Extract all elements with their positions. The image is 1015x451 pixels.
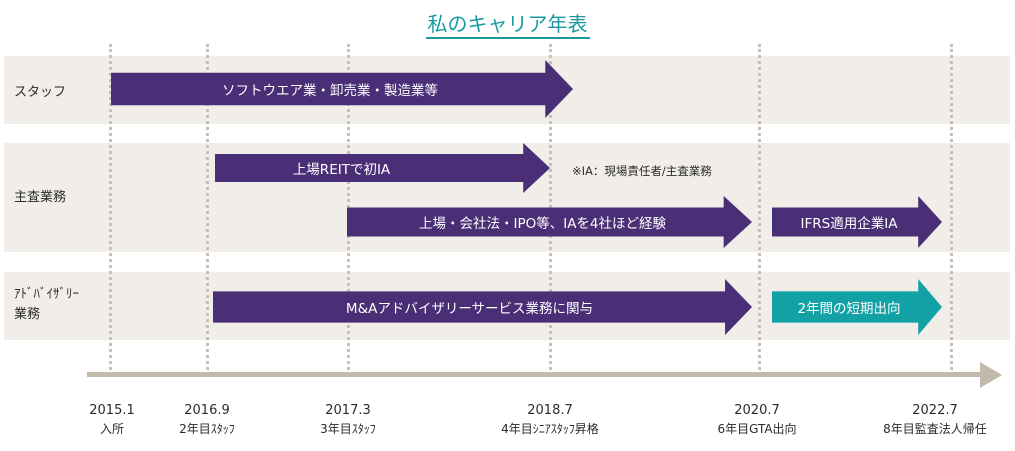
row-label-staff: スタッフ bbox=[14, 85, 67, 100]
tick-date: 2018.7 bbox=[527, 403, 573, 418]
timeline-tick-2015-1: 2015.1 入所 bbox=[32, 402, 192, 438]
row-label-advisory-line1: ｱﾄﾞﾊﾞｲｻﾞﾘｰ bbox=[14, 287, 79, 302]
ia-note: ※IA：現場責任者/主査業務 bbox=[572, 164, 712, 178]
tick-event: 3年目ｽﾀｯﾌ bbox=[320, 422, 376, 436]
arrow-software-label: ソフトウエア業・卸売業・製造業等 bbox=[222, 83, 438, 99]
timeline-axis bbox=[87, 372, 984, 377]
timeline-tick-2017-3: 2017.3 3年目ｽﾀｯﾌ bbox=[268, 402, 428, 438]
timeline-tick-2018-7: 2018.7 4年目ｼﾆｱｽﾀｯﾌ昇格 bbox=[470, 402, 630, 438]
timeline-tick-2022-7: 2022.7 8年目監査法人帰任 bbox=[855, 402, 1015, 438]
tick-date: 2015.1 bbox=[89, 403, 135, 418]
arrow-ma-label: M&Aアドバイザリーサービス業務に関与 bbox=[345, 301, 594, 317]
timeline-gridline-2022-7 bbox=[950, 44, 953, 370]
tick-event: 2年目ｽﾀｯﾌ bbox=[179, 422, 235, 436]
tick-date: 2022.7 bbox=[912, 403, 958, 418]
arrow-secondment-label: 2年間の短期出向 bbox=[797, 301, 901, 317]
timeline-tick-2020-7: 2020.7 6年目GTA出向 bbox=[677, 402, 837, 438]
chart-title: 私のキャリア年表 bbox=[0, 8, 1015, 39]
arrow-ifrs-label: IFRS適用企業IA bbox=[800, 216, 898, 232]
timeline-gridline-2016-9 bbox=[206, 44, 209, 370]
row-label-main: 主査業務 bbox=[14, 190, 67, 205]
tick-date: 2017.3 bbox=[325, 403, 371, 418]
timeline-tick-2016-9: 2016.9 2年目ｽﾀｯﾌ bbox=[127, 402, 287, 438]
row-label-advisory: ｱﾄﾞﾊﾞｲｻﾞﾘｰ 業務 bbox=[14, 285, 79, 325]
timeline-gridline-2020-7 bbox=[758, 44, 761, 370]
timeline-gridline-2015-1 bbox=[109, 44, 112, 370]
row-label-advisory-line2: 業務 bbox=[14, 307, 41, 322]
tick-event: 8年目監査法人帰任 bbox=[883, 422, 987, 436]
tick-event: 6年目GTA出向 bbox=[717, 422, 797, 436]
tick-date: 2016.9 bbox=[184, 403, 230, 418]
arrow-reit-label: 上場REITで初IA bbox=[292, 162, 391, 178]
timeline-gridline-2018-7 bbox=[549, 44, 552, 370]
tick-event: 入所 bbox=[99, 422, 124, 436]
tick-event: 4年目ｼﾆｱｽﾀｯﾌ昇格 bbox=[501, 422, 599, 436]
tick-date: 2020.7 bbox=[734, 403, 780, 418]
timeline-axis-arrowhead bbox=[980, 362, 1002, 388]
arrow-listed-label: 上場・会社法・IPO等、IAを4社ほど経験 bbox=[418, 216, 667, 232]
timeline-gridline-2017-3 bbox=[347, 44, 350, 370]
